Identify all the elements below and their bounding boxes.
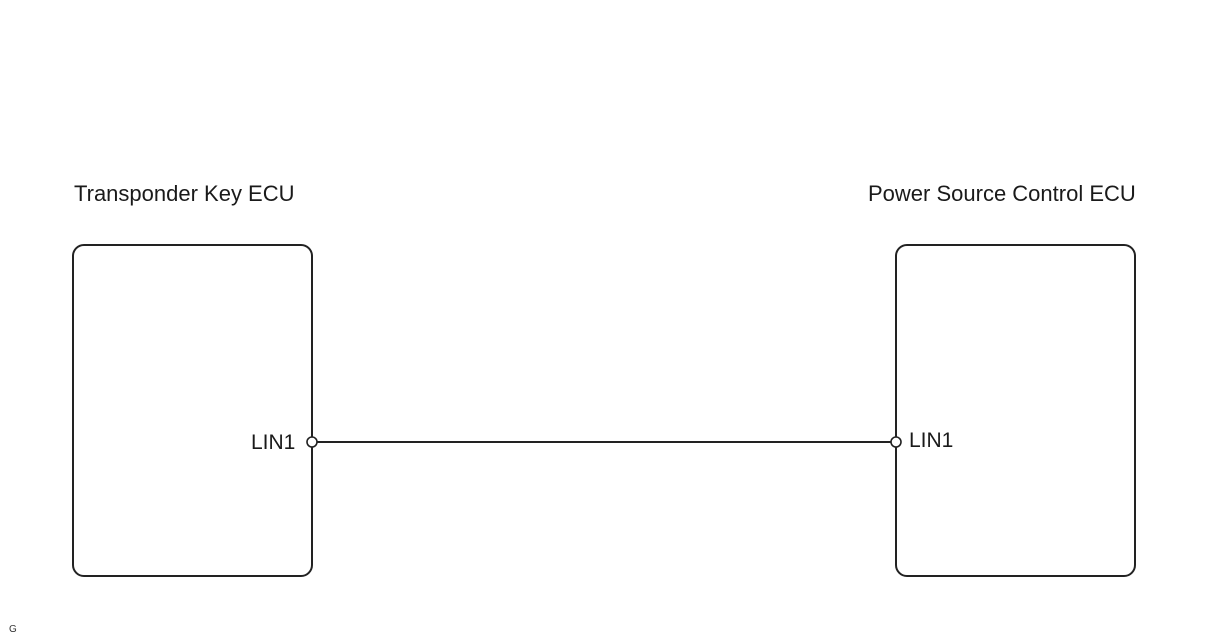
corner-reference-mark: G bbox=[9, 624, 17, 635]
power-source-control-ecu-title: Power Source Control ECU bbox=[868, 181, 1136, 206]
left-lin1-pin-label: LIN1 bbox=[251, 431, 296, 454]
left-lin1-terminal bbox=[306, 436, 318, 448]
right-lin1-pin-label: LIN1 bbox=[909, 429, 954, 452]
right-lin1-terminal bbox=[890, 436, 902, 448]
transponder-key-ecu-title: Transponder Key ECU bbox=[74, 181, 295, 206]
power-source-control-ecu-box bbox=[895, 244, 1136, 577]
transponder-key-ecu-box bbox=[72, 244, 313, 577]
